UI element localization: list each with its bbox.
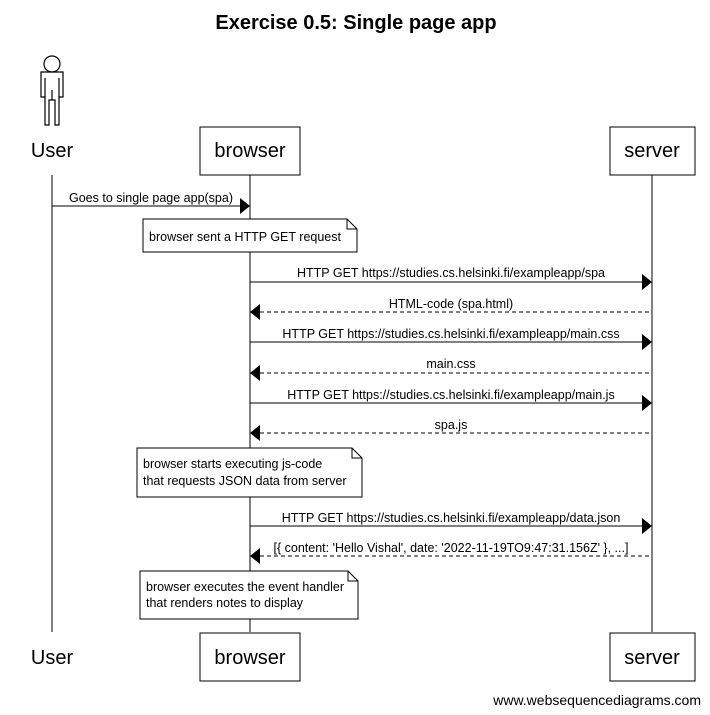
message-label: main.css (426, 357, 475, 371)
note-text: browser starts executing js-code (143, 457, 322, 471)
message-label: [{ content: 'Hello Vishal', date: '2022-… (274, 541, 629, 555)
participant-label-server: server (624, 140, 680, 162)
participant-user-top: User (31, 55, 74, 162)
participant-label-browser: browser (214, 647, 285, 669)
participant-user-bottom: User (31, 647, 74, 669)
message-1: Goes to single page app(spa) (52, 191, 250, 214)
note-text: browser sent a HTTP GET request (149, 230, 342, 244)
user-actor-icon (40, 55, 64, 126)
message-label: HTML-code (spa.html) (389, 297, 513, 311)
message-8: HTTP GET https://studies.cs.helsinki.fi/… (250, 511, 652, 534)
participant-label-user: User (31, 140, 74, 162)
message-3: HTML-code (spa.html) (250, 297, 652, 320)
message-9: [{ content: 'Hello Vishal', date: '2022-… (250, 541, 652, 564)
participant-label-user: User (31, 647, 74, 669)
note-1: browser sent a HTTP GET request (142, 218, 358, 253)
message-4: HTTP GET https://studies.cs.helsinki.fi/… (250, 327, 652, 350)
credit-link[interactable]: www.websequencediagrams.com (492, 692, 701, 708)
message-label: HTTP GET https://studies.cs.helsinki.fi/… (282, 511, 621, 525)
participant-label-browser: browser (214, 140, 285, 162)
diagram-title: Exercise 0.5: Single page app (215, 12, 496, 34)
message-label: HTTP GET https://studies.cs.helsinki.fi/… (282, 327, 619, 341)
participant-server-top: server (609, 126, 696, 176)
participant-browser-top: browser (199, 126, 301, 176)
participant-server-bottom: server (609, 632, 696, 682)
note-text: that renders notes to display (146, 596, 304, 610)
message-label: Goes to single page app(spa) (69, 191, 233, 205)
message-label: HTTP GET https://studies.cs.helsinki.fi/… (297, 266, 605, 280)
participant-label-server: server (624, 647, 680, 669)
note-text: that requests JSON data from server (143, 474, 347, 488)
message-label: spa.js (435, 418, 468, 432)
message-6: HTTP GET https://studies.cs.helsinki.fi/… (250, 388, 652, 411)
participant-browser-bottom: browser (199, 632, 301, 682)
note-2: browser starts executing js-code that re… (136, 447, 363, 498)
note-text: browser executes the event handler (146, 580, 344, 594)
message-2: HTTP GET https://studies.cs.helsinki.fi/… (250, 266, 652, 290)
note-3: browser executes the event handler that … (139, 570, 359, 620)
message-label: HTTP GET https://studies.cs.helsinki.fi/… (287, 388, 614, 402)
message-7: spa.js (250, 418, 652, 441)
message-5: main.css (250, 357, 652, 381)
